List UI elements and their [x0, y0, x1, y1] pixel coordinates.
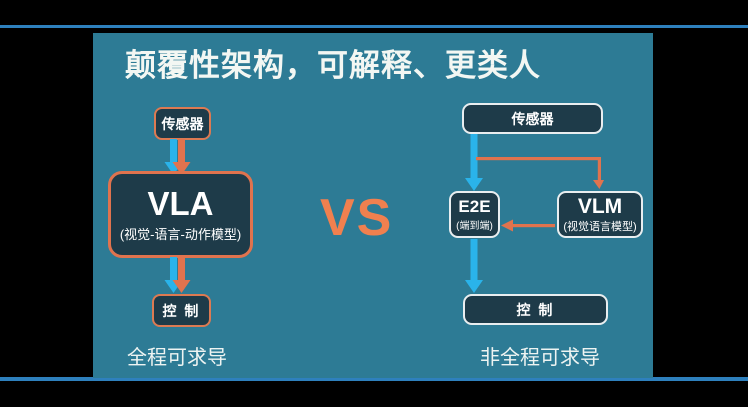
e2e-name: E2E: [458, 196, 491, 216]
bottom-frame-line: [0, 377, 748, 381]
left-sensor-node: 传感器: [154, 107, 211, 140]
right-control-label: 控 制: [516, 301, 555, 318]
dual-down-arrow-icon: [164, 257, 191, 293]
right-control-node: 控 制: [463, 294, 608, 325]
orange-branch-connector-icon: [476, 157, 604, 189]
vla-subtitle: (视觉-语言-动作模型): [119, 227, 242, 242]
left-caption: 全程可求导: [127, 347, 227, 369]
left-control-label: 控 制: [162, 302, 201, 319]
dual-down-arrow-icon: [164, 139, 191, 175]
right-sensor-node: 传感器: [462, 103, 603, 134]
vlm-name: VLM: [577, 194, 623, 218]
vs-label: VS: [320, 189, 394, 247]
vla-node: VLA (视觉-语言-动作模型): [108, 171, 253, 258]
vlm-subtitle: (视觉语言模型): [563, 220, 637, 233]
vla-name: VLA: [147, 185, 214, 222]
right-caption: 非全程可求导: [480, 347, 600, 369]
right-sensor-label: 传感器: [511, 110, 554, 127]
e2e-subtitle: (端到端): [456, 220, 493, 232]
orange-left-arrow-icon: [501, 219, 555, 232]
top-frame-line: [0, 25, 748, 28]
blue-down-arrow-icon: [465, 239, 483, 293]
blue-down-arrow-icon: [465, 134, 483, 191]
slide-title: 颠覆性架构，可解释、更类人: [125, 48, 541, 83]
left-sensor-label: 传感器: [161, 115, 204, 132]
left-control-node: 控 制: [152, 294, 211, 327]
e2e-node: E2E (端到端): [449, 191, 500, 238]
vlm-node: VLM (视觉语言模型): [557, 191, 643, 238]
